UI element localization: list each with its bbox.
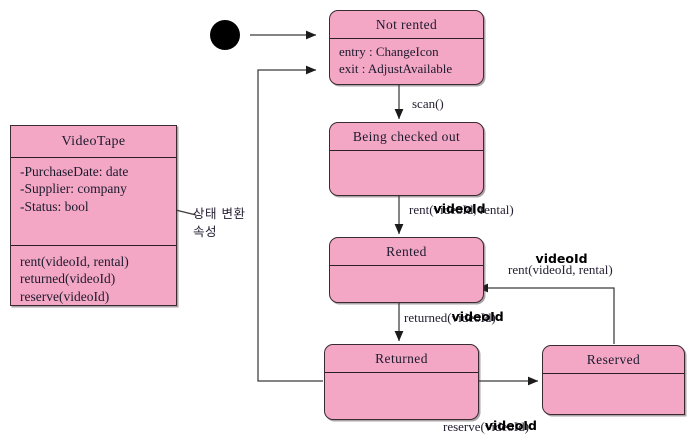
label-param-under: videoId [532,262,573,277]
annotation-line-2: 속성 [193,224,218,240]
state-actions-compartment [330,151,483,169]
label-prefix: returned( [404,310,452,325]
state-reserved[interactable]: Reserved [542,345,685,415]
class-attribute: -Status: bool [20,198,89,214]
state-being-checked-out[interactable]: Being checked out [329,122,484,196]
state-name: Returned [375,351,428,366]
state-divider [330,37,483,39]
label-param-over: videoId [484,418,537,433]
label-suffix: ) [491,310,496,325]
state-actions-compartment [543,374,684,392]
state-actions-compartment [325,373,478,391]
label-suffix: ) [524,419,529,434]
state-actions-compartment [330,266,483,284]
class-attribute: -Supplier: company [20,181,127,197]
class-attribute: -PurchaseDate: date [20,164,129,180]
label-param-over: videoId [433,201,486,216]
edge-returned-to-not-rented [257,65,323,382]
state-name: Reserved [586,352,641,367]
label-param-under: videoId [451,310,492,325]
transition-label-scan: scan() [412,96,444,111]
annotation-state-transition-attribute: 상태 변환 속성 [193,205,245,241]
label-prefix: reserve( [443,419,485,434]
label-prefix: rent( [409,202,434,217]
state-divider [543,372,684,374]
annotation-line-1: 상태 변환 [193,206,246,221]
state-returned[interactable]: Returned [324,344,479,420]
label-param-under: videoId [484,419,525,434]
class-operation: reserve(videoId) [20,288,110,304]
state-not-rented[interactable]: Not rented entry : ChangeIcon exit : Adj… [329,10,484,85]
label-suffix: , rental) [473,202,514,217]
state-name: Being checked out [352,129,461,144]
state-name: Not rented [375,17,438,32]
class-divider-operations [11,245,176,247]
label-prefix: rent( [508,262,533,277]
label-param-over: videoId [451,309,504,324]
label-param-over: videoId [535,251,588,266]
initial-state-node[interactable] [210,20,240,50]
class-operation: returned(videoId) [20,271,116,287]
class-operation: rent(videoId, rental) [20,254,129,270]
state-exit-action: exit : AdjustAvailable [339,60,453,76]
state-entry-action: entry : ChangeIcon [339,43,439,59]
state-divider [325,371,478,373]
state-name: Rented [386,244,427,259]
state-divider [330,149,483,151]
class-operations-compartment: rent(videoId, rental) returned(videoId) … [11,246,176,310]
state-actions-compartment: entry : ChangeIcon exit : AdjustAvailabl… [330,39,483,81]
state-rented[interactable]: Rented [329,237,484,303]
class-box-videotape[interactable]: VideoTape -PurchaseDate: date -Supplier:… [10,125,177,306]
class-divider-attributes [11,157,176,159]
label-param-under: videoId [433,202,474,217]
class-name: VideoTape [61,134,126,149]
class-attributes-compartment: -PurchaseDate: date -Supplier: company -… [11,158,176,245]
label-suffix: , rental) [572,262,613,277]
state-divider [330,264,483,266]
